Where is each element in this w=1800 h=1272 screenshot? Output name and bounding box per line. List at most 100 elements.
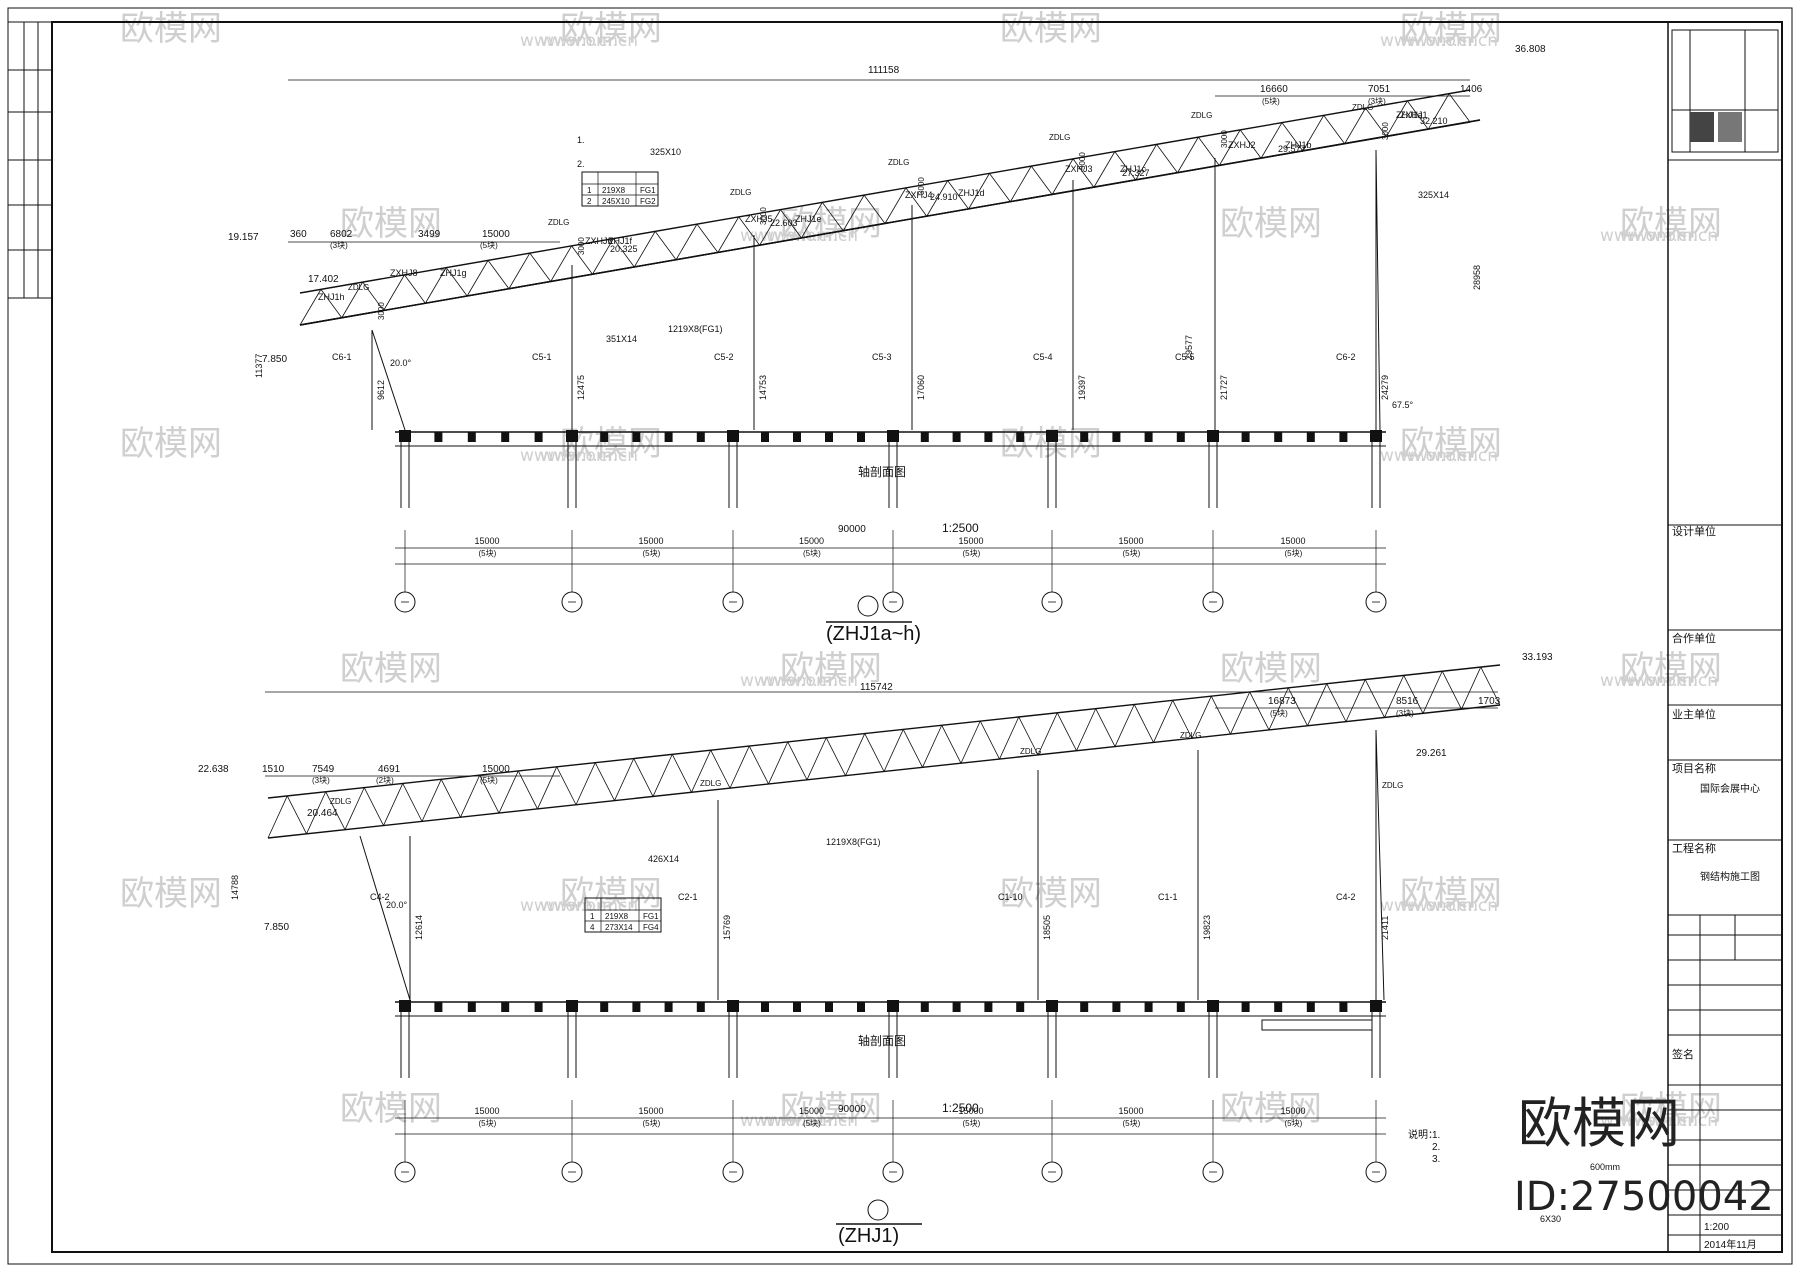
bottom-column-height: 12614 — [414, 915, 424, 940]
watermark-site: www.om.cn — [1400, 446, 1498, 466]
truss-web — [1172, 700, 1193, 739]
bottom-table-cell: 219X8 — [605, 912, 629, 921]
truss-web — [1156, 144, 1178, 173]
top-span-label: 15000 — [799, 536, 824, 546]
bottom-table-cell: 273X14 — [605, 923, 633, 932]
watermark-id: ID:27500042 — [1514, 1174, 1774, 1220]
watermark-brand: 欧模网 — [1620, 204, 1722, 244]
top-table-cell: 2 — [587, 197, 592, 206]
bottom-purlin-block — [1274, 1002, 1283, 1012]
truss-web — [1114, 704, 1135, 747]
top-purlin-block — [793, 432, 801, 442]
truss-web — [1345, 679, 1366, 722]
truss-web — [1135, 144, 1157, 181]
truss-web — [1076, 708, 1097, 751]
top-seg-right-1: 16660 — [1260, 84, 1288, 95]
truss-web — [363, 787, 384, 826]
truss-web — [1307, 683, 1328, 726]
truss-web — [1072, 158, 1095, 188]
top-joint-label: ZXHJ2 — [1228, 140, 1256, 150]
top-truss-label: ZHJ1a — [1396, 110, 1423, 120]
watermark-brand: 欧模网 — [1620, 1089, 1722, 1129]
truss-web — [556, 766, 577, 805]
truss-web — [1177, 136, 1199, 173]
top-note-table-frame — [581, 171, 659, 207]
bottom-seg-right-sub-2: (3块) — [1396, 708, 1414, 718]
bottom-table-cell: 4 — [590, 923, 595, 932]
truss-web — [1323, 115, 1345, 144]
bottom-left-elev: 22.638 — [198, 764, 229, 775]
truss-web — [344, 787, 365, 830]
notes-mm: 600mm — [1590, 1162, 1620, 1172]
watermark-brand: 欧模网 — [340, 204, 442, 244]
top-seg-right-sub-2: (3块) — [1368, 96, 1386, 106]
bottom-total: 90000 — [838, 1104, 866, 1115]
top-left-elev: 19.157 — [228, 232, 259, 243]
truss-web — [487, 260, 510, 289]
truss-web — [383, 783, 404, 826]
top-purlin-block — [501, 432, 510, 442]
bottom-purlin-block — [1016, 1002, 1025, 1012]
top-overall-length: 111158 — [868, 65, 900, 76]
bottom-span-sub: (5块) — [479, 1118, 497, 1128]
top-column-label: C5-4 — [1033, 352, 1053, 362]
watermark-site: www.om.cn — [760, 671, 858, 691]
top-purlin-block — [1112, 432, 1121, 442]
truss-web — [960, 720, 981, 764]
notes-item-1: 1. — [1432, 1130, 1440, 1141]
truss-web — [425, 267, 447, 304]
truss-web — [402, 783, 423, 822]
top-purlin-block — [600, 432, 609, 442]
bottom-purlin-block — [534, 1002, 543, 1012]
truss-web — [517, 770, 538, 810]
bottom-elev-max: 33.193 — [1522, 652, 1553, 663]
top-purlin-block — [1016, 432, 1025, 442]
truss-web — [780, 209, 802, 239]
truss-web — [717, 216, 740, 253]
watermark-brand: 欧模网 — [780, 204, 882, 244]
top-zdlg-label: ZDLG — [730, 188, 751, 197]
top-column-label: C5-5 — [1175, 352, 1195, 362]
watermark-brand: 欧模网 — [120, 874, 222, 914]
watermark-layer: 欧模网 www.om.cn 欧模网 www.om.cn 欧模网 www.om.cn 欧模网 w… — [120, 9, 1722, 1131]
top-seg-right-3: 1406 — [1460, 84, 1483, 95]
truss-web — [1364, 679, 1385, 718]
top-note-1: 1. — [577, 135, 585, 145]
top-purlin-block — [467, 432, 476, 442]
top-strut-left — [371, 329, 406, 431]
truss-web — [1191, 696, 1212, 739]
truss-web — [941, 725, 962, 764]
top-height-28958: 28958 — [1472, 265, 1482, 290]
sheet-frame — [7, 7, 1793, 1265]
top-span-sub: (5块) — [803, 548, 821, 558]
top-depth-label: 3000 — [1381, 122, 1390, 140]
watermark-site: www.om.cn — [540, 896, 638, 916]
top-purlin-block — [696, 432, 705, 442]
top-depth-label: 3000 — [917, 177, 926, 195]
truss-web — [801, 202, 823, 239]
bottom-angle-20: 20.0° — [386, 900, 408, 910]
truss-web — [787, 741, 808, 780]
bottom-table-cell: FG4 — [643, 923, 659, 932]
top-seg-sub-2: (5块) — [480, 240, 498, 250]
top-seg-right-2: 7051 — [1368, 84, 1391, 95]
top-purlin-block — [857, 432, 865, 442]
top-view-labels: 111158 36.808 19.157 17.402 7.850 11377 … — [228, 44, 1546, 645]
watermark-site: www.om.cn — [540, 31, 638, 51]
top-depth-label: 3000 — [577, 237, 586, 255]
top-depth-label: 3000 — [1078, 152, 1087, 170]
bottom-column-height: 21411 — [1380, 916, 1390, 940]
top-table-cell: FG2 — [640, 197, 656, 206]
bottom-chord-note: 1219X8(FG1) — [826, 837, 881, 847]
watermark-site: www.om.cn — [520, 896, 618, 916]
watermark-site: www.om.cn — [1620, 671, 1718, 691]
top-depth-label: 3000 — [1220, 130, 1229, 148]
bottom-purlin-block — [600, 1002, 609, 1012]
watermark-brand-large: 欧模网 — [1518, 1092, 1680, 1155]
top-joint-label: ZXHJ3 — [1065, 164, 1093, 174]
truss-web — [710, 750, 731, 789]
truss-web — [1093, 151, 1116, 188]
truss-web — [325, 791, 346, 830]
